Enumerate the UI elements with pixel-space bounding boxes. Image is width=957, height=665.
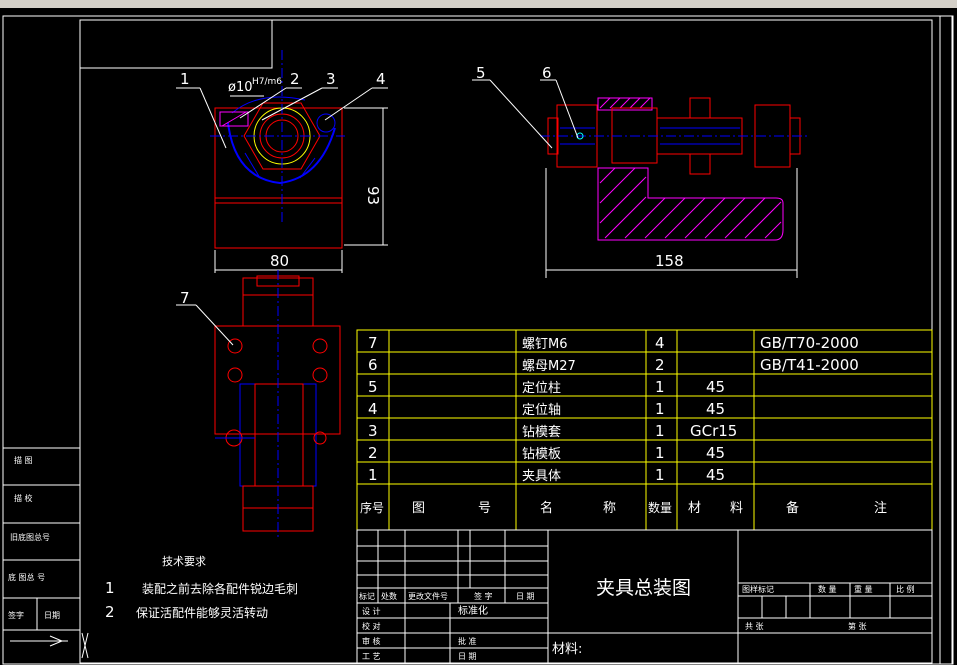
tb-stage-mark: 图样标记 <box>742 584 774 594</box>
application-toolbar-strip <box>0 0 957 8</box>
bom-row-2-qty: 2 <box>655 356 665 374</box>
drawing-title: 夹具总装图 <box>596 577 691 599</box>
title-block-grid <box>356 529 933 664</box>
bom-row-3-material: 45 <box>706 378 725 396</box>
tech-req-1-text: 装配之前去除各配件锐边毛刺 <box>142 581 298 596</box>
bom-row-4-no: 4 <box>368 400 378 418</box>
bom-header-name-b: 称 <box>603 501 616 516</box>
bom-row-2-note: GB/T41-2000 <box>760 356 859 374</box>
callout-7: 7 <box>180 289 190 307</box>
tech-req-2-text: 保证活配件能够灵活转动 <box>136 605 268 620</box>
side-label-date: 日期 <box>44 611 60 620</box>
tb-check: 校 对 <box>362 621 381 631</box>
bom-header-mat-b: 料 <box>730 501 743 516</box>
tb-sign: 签 字 <box>474 591 493 601</box>
dim-diameter: ø10 <box>228 80 253 95</box>
bom-header-note-a: 备 <box>786 500 799 516</box>
side-label-trace-check: 描 校 <box>14 493 33 503</box>
dim-diameter-fit: H7/m6 <box>252 77 282 87</box>
cad-drawing-canvas: 描 图 描 校 旧底图总号 底 图总 号 签字 日期 <box>2 15 954 665</box>
callout-4: 4 <box>376 70 386 88</box>
tech-req-2-num: 2 <box>105 603 115 621</box>
material-label: 材料: <box>552 642 582 657</box>
tb-standard: 标准化 <box>458 604 488 617</box>
bom-header-name-a: 名 <box>540 500 553 516</box>
callout-1: 1 <box>180 70 190 88</box>
side-label-sign: 签字 <box>8 610 24 620</box>
bom-row-1-note: GB/T70-2000 <box>760 334 859 352</box>
bom-row-6-name: 钻模板 <box>522 447 561 462</box>
bom-row-5-material: GCr15 <box>690 422 737 440</box>
bom-row-1-qty: 4 <box>655 334 665 352</box>
bom-header: 序号 图 号 名 称 数量 材 料 备 注 <box>360 500 887 516</box>
tb-design: 设 计 <box>362 606 381 616</box>
tb-change-doc: 更改文件号 <box>408 591 448 601</box>
side-view <box>540 97 810 241</box>
bom-row-6-no: 2 <box>368 444 378 462</box>
bom-row-7-qty: 1 <box>655 466 665 484</box>
tb-count: 处数 <box>381 591 397 601</box>
tb-mark: 标记 <box>359 591 375 601</box>
callout-6: 6 <box>542 64 552 82</box>
bom-row-2-name: 螺母M27 <box>522 359 576 374</box>
bom-row-3-no: 5 <box>368 378 378 396</box>
bom-row-5-no: 3 <box>368 422 378 440</box>
bom-row-4-material: 45 <box>706 400 725 418</box>
bom-row-6-material: 45 <box>706 444 725 462</box>
tech-req-1-num: 1 <box>105 579 115 597</box>
dim-height-93: 93 <box>364 186 382 205</box>
bom-header-mat-a: 材 <box>688 501 701 516</box>
tb-quantity: 数 量 <box>818 584 837 594</box>
bom-header-qty: 数量 <box>648 500 672 515</box>
bom-row-5-name: 钻模套 <box>522 424 561 440</box>
side-label-trace: 描 图 <box>14 455 33 465</box>
tb-process: 工 艺 <box>362 652 381 661</box>
tb-approve: 批 准 <box>458 636 477 646</box>
bom-row-1-no: 7 <box>368 334 378 352</box>
title-block-labels: 标记 处数 更改文件号 签 字 日 期 设 计 标准化 校 对 审 核 批 准 … <box>359 584 915 661</box>
bom-row-5-qty: 1 <box>655 422 665 440</box>
binding-strip <box>2 447 81 665</box>
bom-header-code-b: 号 <box>478 501 491 516</box>
callout-numbers: 1 2 3 4 5 6 7 <box>180 64 552 307</box>
front-view <box>210 50 345 249</box>
bom-row-1-name: 螺钉M6 <box>522 337 568 352</box>
callout-2: 2 <box>290 70 300 88</box>
tech-requirements-title: 技术要求 <box>162 555 206 568</box>
bom-header-code-a: 图 <box>412 501 425 516</box>
tb-sheet-no: 第 张 <box>848 621 867 631</box>
dim-length-158: 158 <box>655 252 684 270</box>
front-view-dimensions <box>214 95 388 273</box>
bom-row-7-no: 1 <box>368 466 378 484</box>
bom-header-no: 序号 <box>360 500 384 515</box>
leader-lines <box>176 79 579 346</box>
dim-width-80: 80 <box>270 252 289 270</box>
bom-row-4-qty: 1 <box>655 400 665 418</box>
bom-row-6-qty: 1 <box>655 444 665 462</box>
tb-date2: 日 期 <box>458 652 477 661</box>
bom-row-7-material: 45 <box>706 466 725 484</box>
bom-row-3-name: 定位柱 <box>522 381 561 396</box>
ucs-icon <box>10 632 89 659</box>
bom-rows: 7 螺钉M6 4 GB/T70-2000 6 螺母M27 2 GB/T41-2000 5 定位柱 1… <box>368 334 859 484</box>
tb-scale: 比 例 <box>896 584 915 594</box>
tb-weight: 重 量 <box>854 584 873 594</box>
side-label-old-number: 旧底图总号 <box>10 532 50 542</box>
top-view <box>214 270 341 538</box>
side-view-dimensions <box>545 168 798 278</box>
bom-row-7-name: 夹具体 <box>522 469 561 484</box>
bom-row-4-name: 定位轴 <box>522 403 561 418</box>
bom-row-3-qty: 1 <box>655 378 665 396</box>
tb-date: 日 期 <box>516 592 535 601</box>
side-label-base-number: 底 图总 号 <box>8 572 45 582</box>
tb-review: 审 核 <box>362 636 381 646</box>
bom-row-2-no: 6 <box>368 356 378 374</box>
bom-header-note-b: 注 <box>874 501 887 516</box>
tb-total-sheets: 共 张 <box>745 622 764 631</box>
callout-3: 3 <box>326 70 336 88</box>
callout-5: 5 <box>476 64 486 82</box>
